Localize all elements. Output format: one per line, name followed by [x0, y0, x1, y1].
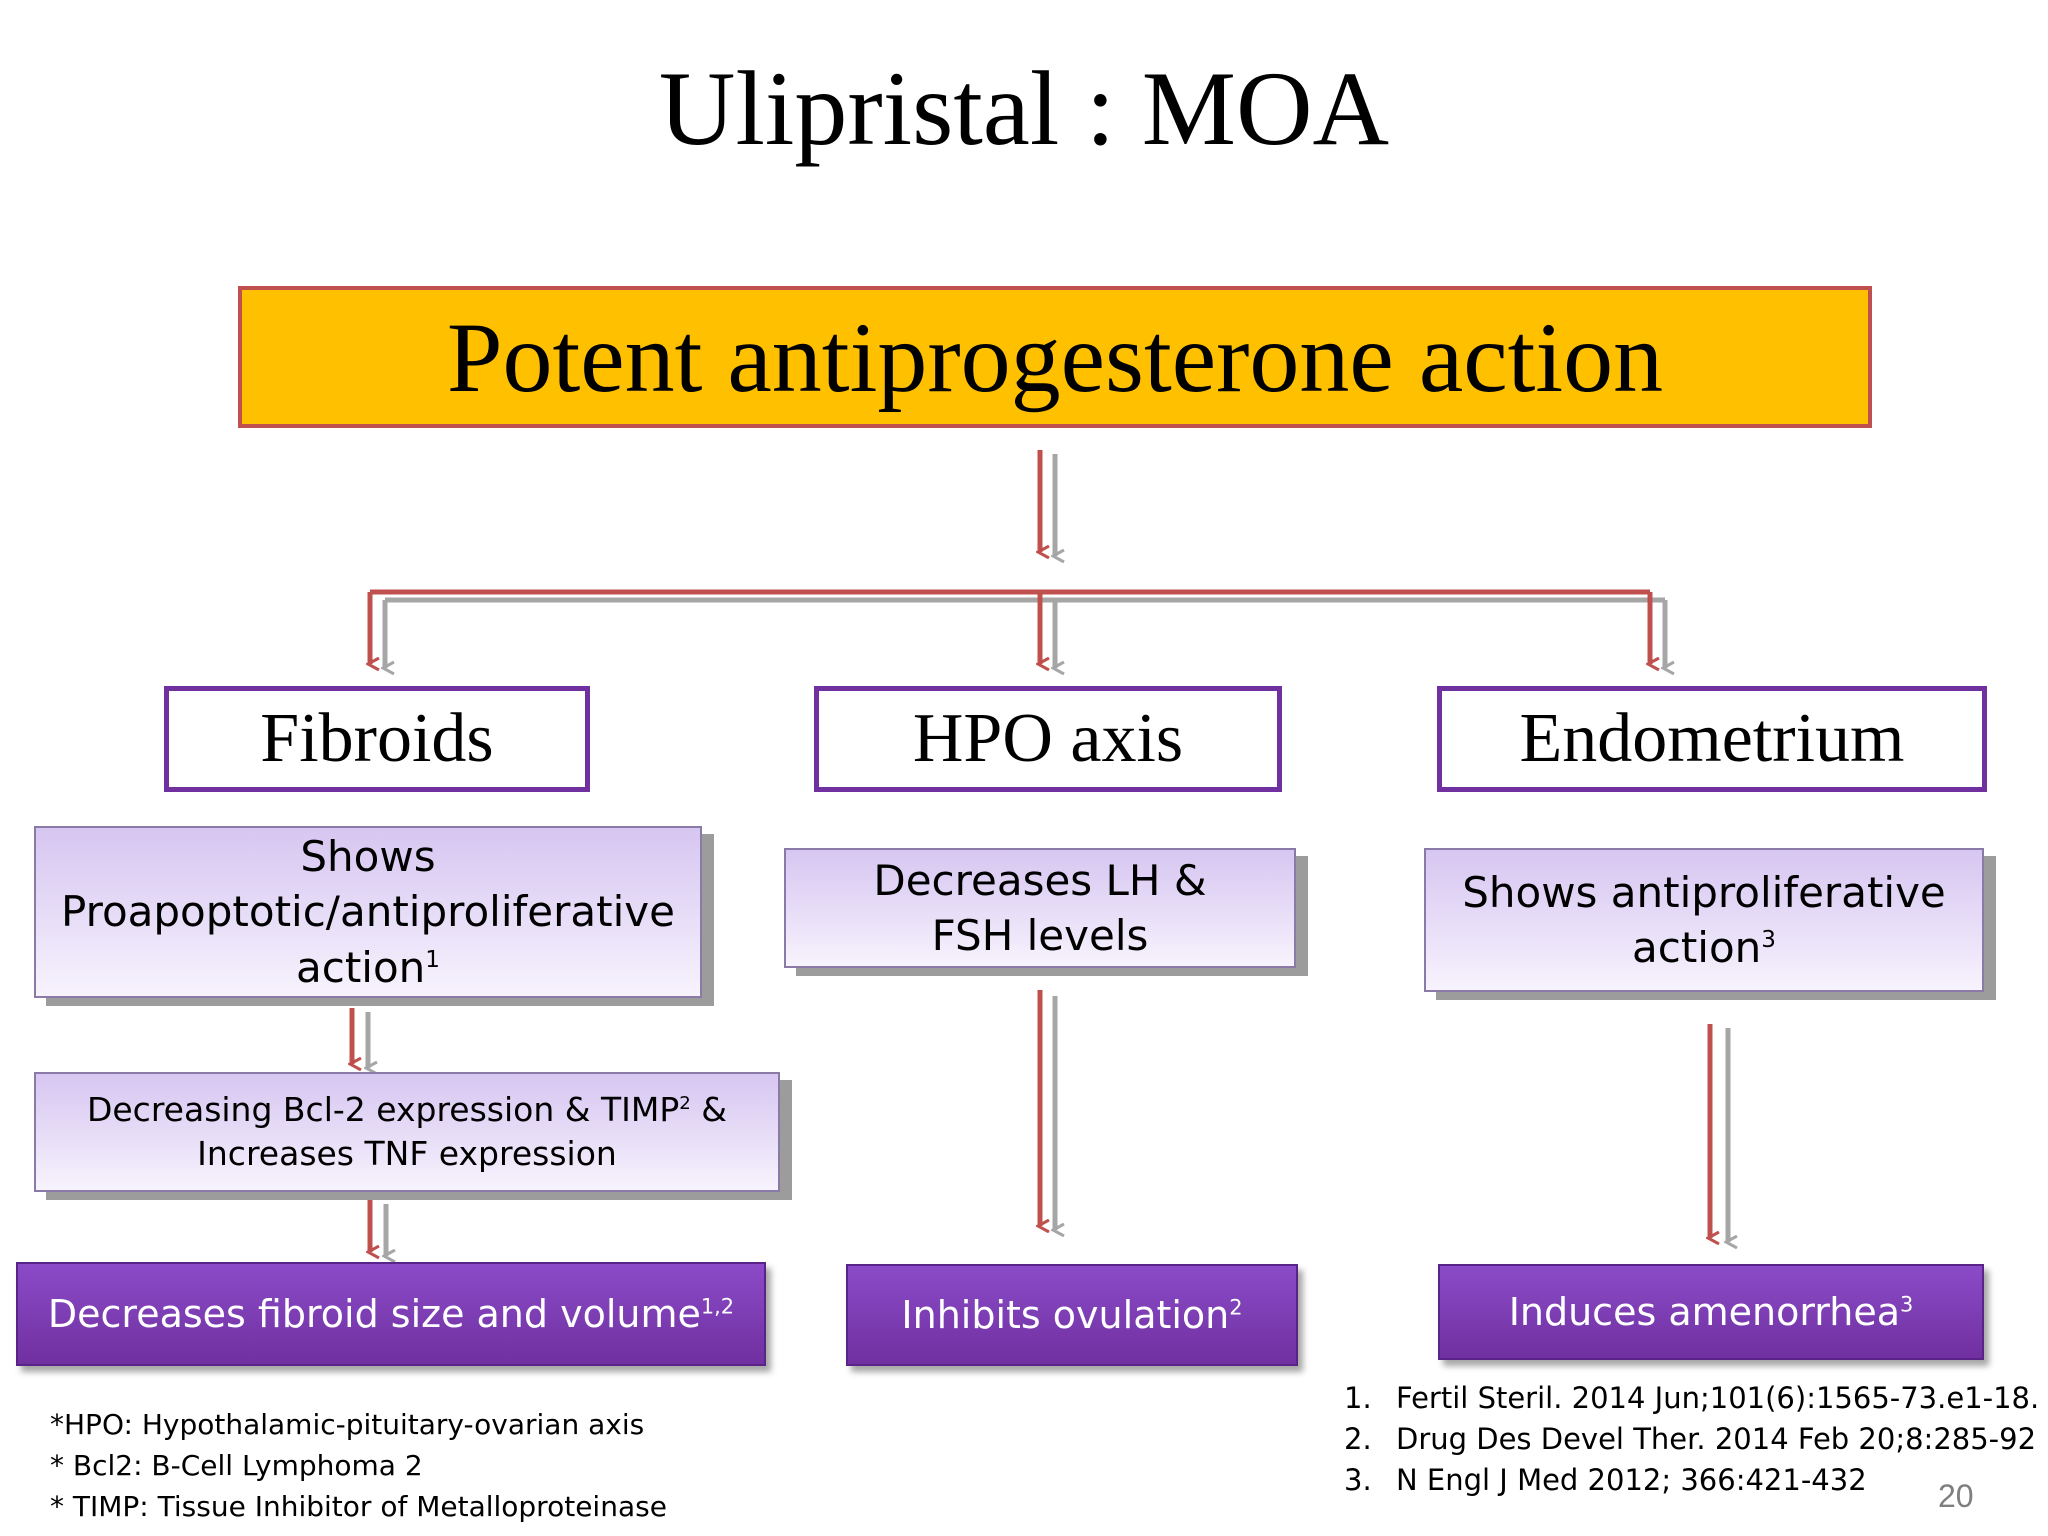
fibroids-mechanism-box: Shows Proapoptotic/antiproliferative act…: [34, 826, 702, 998]
outcome-fibroids: Decreases fibroid size and volume1,2: [16, 1262, 766, 1366]
outcome-hpo: Inhibits ovulation2: [846, 1264, 1298, 1366]
arrow-to-endometrium: [1650, 592, 1665, 668]
category-hpo-axis: HPO axis: [814, 686, 1282, 792]
reference-item: 1.Fertil Steril. 2014 Jun;101(6):1565-73…: [1344, 1381, 2040, 1415]
outcome-hpo-text: Inhibits ovulation2: [901, 1293, 1243, 1337]
reference-item: 2.Drug Des Devel Ther. 2014 Feb 20;8:285…: [1344, 1422, 2037, 1456]
arrow-endometrium-step1-to-outcome: [1710, 1024, 1728, 1242]
category-endometrium-label: Endometrium: [1519, 700, 1905, 777]
footnote-hpo: *HPO: Hypothalamic-pituitary-ovarian axi…: [50, 1408, 645, 1441]
arrow-hpo-step1-to-outcome: [1040, 990, 1055, 1230]
fibroids-mechanism-text: Shows Proapoptotic/antiproliferative act…: [61, 831, 675, 992]
reference-item: 3.N Engl J Med 2012; 366:421-432: [1344, 1463, 1867, 1497]
top-box-antiprogesterone: Potent antiprogesterone action: [238, 286, 1872, 428]
hpo-mechanism-box: Decreases LH & FSH levels: [784, 848, 1296, 968]
fibroids-molecular-text: Decreasing Bcl-2 expression & TIMP2 & In…: [86, 1090, 728, 1173]
abbreviations: *HPO: Hypothalamic-pituitary-ovarian axi…: [50, 1404, 667, 1527]
slide-title: Ulipristal : MOA: [658, 50, 1390, 167]
category-fibroids-label: Fibroids: [260, 700, 494, 777]
outcome-endometrium: Induces amenorrhea3: [1438, 1264, 1984, 1360]
category-hpo-axis-label: HPO axis: [912, 700, 1184, 777]
outcome-fibroids-text: Decreases fibroid size and volume1,2: [47, 1292, 735, 1336]
arrow-fibroids-step2-to-outcome: [370, 1200, 386, 1256]
footnote-bcl2: * Bcl2: B-Cell Lymphoma 2: [50, 1449, 423, 1482]
endometrium-mechanism-box: Shows antiproliferative action3: [1424, 848, 1984, 992]
category-endometrium: Endometrium: [1437, 686, 1987, 792]
endometrium-mechanism-text: Shows antiproliferative action3: [1462, 867, 1946, 972]
page-number: 20: [1938, 1478, 1974, 1514]
arrow-to-fibroids: [370, 592, 385, 668]
top-box-label: Potent antiprogesterone action: [446, 301, 1664, 413]
hpo-mechanism-text: Decreases LH & FSH levels: [873, 855, 1207, 960]
outcome-endometrium-text: Induces amenorrhea3: [1508, 1290, 1914, 1334]
category-fibroids: Fibroids: [164, 686, 590, 792]
arrow-fibroids-step1-to-step2: [352, 1008, 368, 1068]
fibroids-molecular-box: Decreasing Bcl-2 expression & TIMP2 & In…: [34, 1072, 780, 1192]
references-list: 1.Fertil Steril. 2014 Jun;101(6):1565-73…: [1344, 1378, 2039, 1501]
footnote-timp: * TIMP: Tissue Inhibitor of Metalloprote…: [50, 1490, 667, 1523]
arrow-to-hpo: [1040, 592, 1055, 668]
branch-line: [370, 589, 1665, 603]
arrow-top-to-branch: [1040, 450, 1055, 556]
